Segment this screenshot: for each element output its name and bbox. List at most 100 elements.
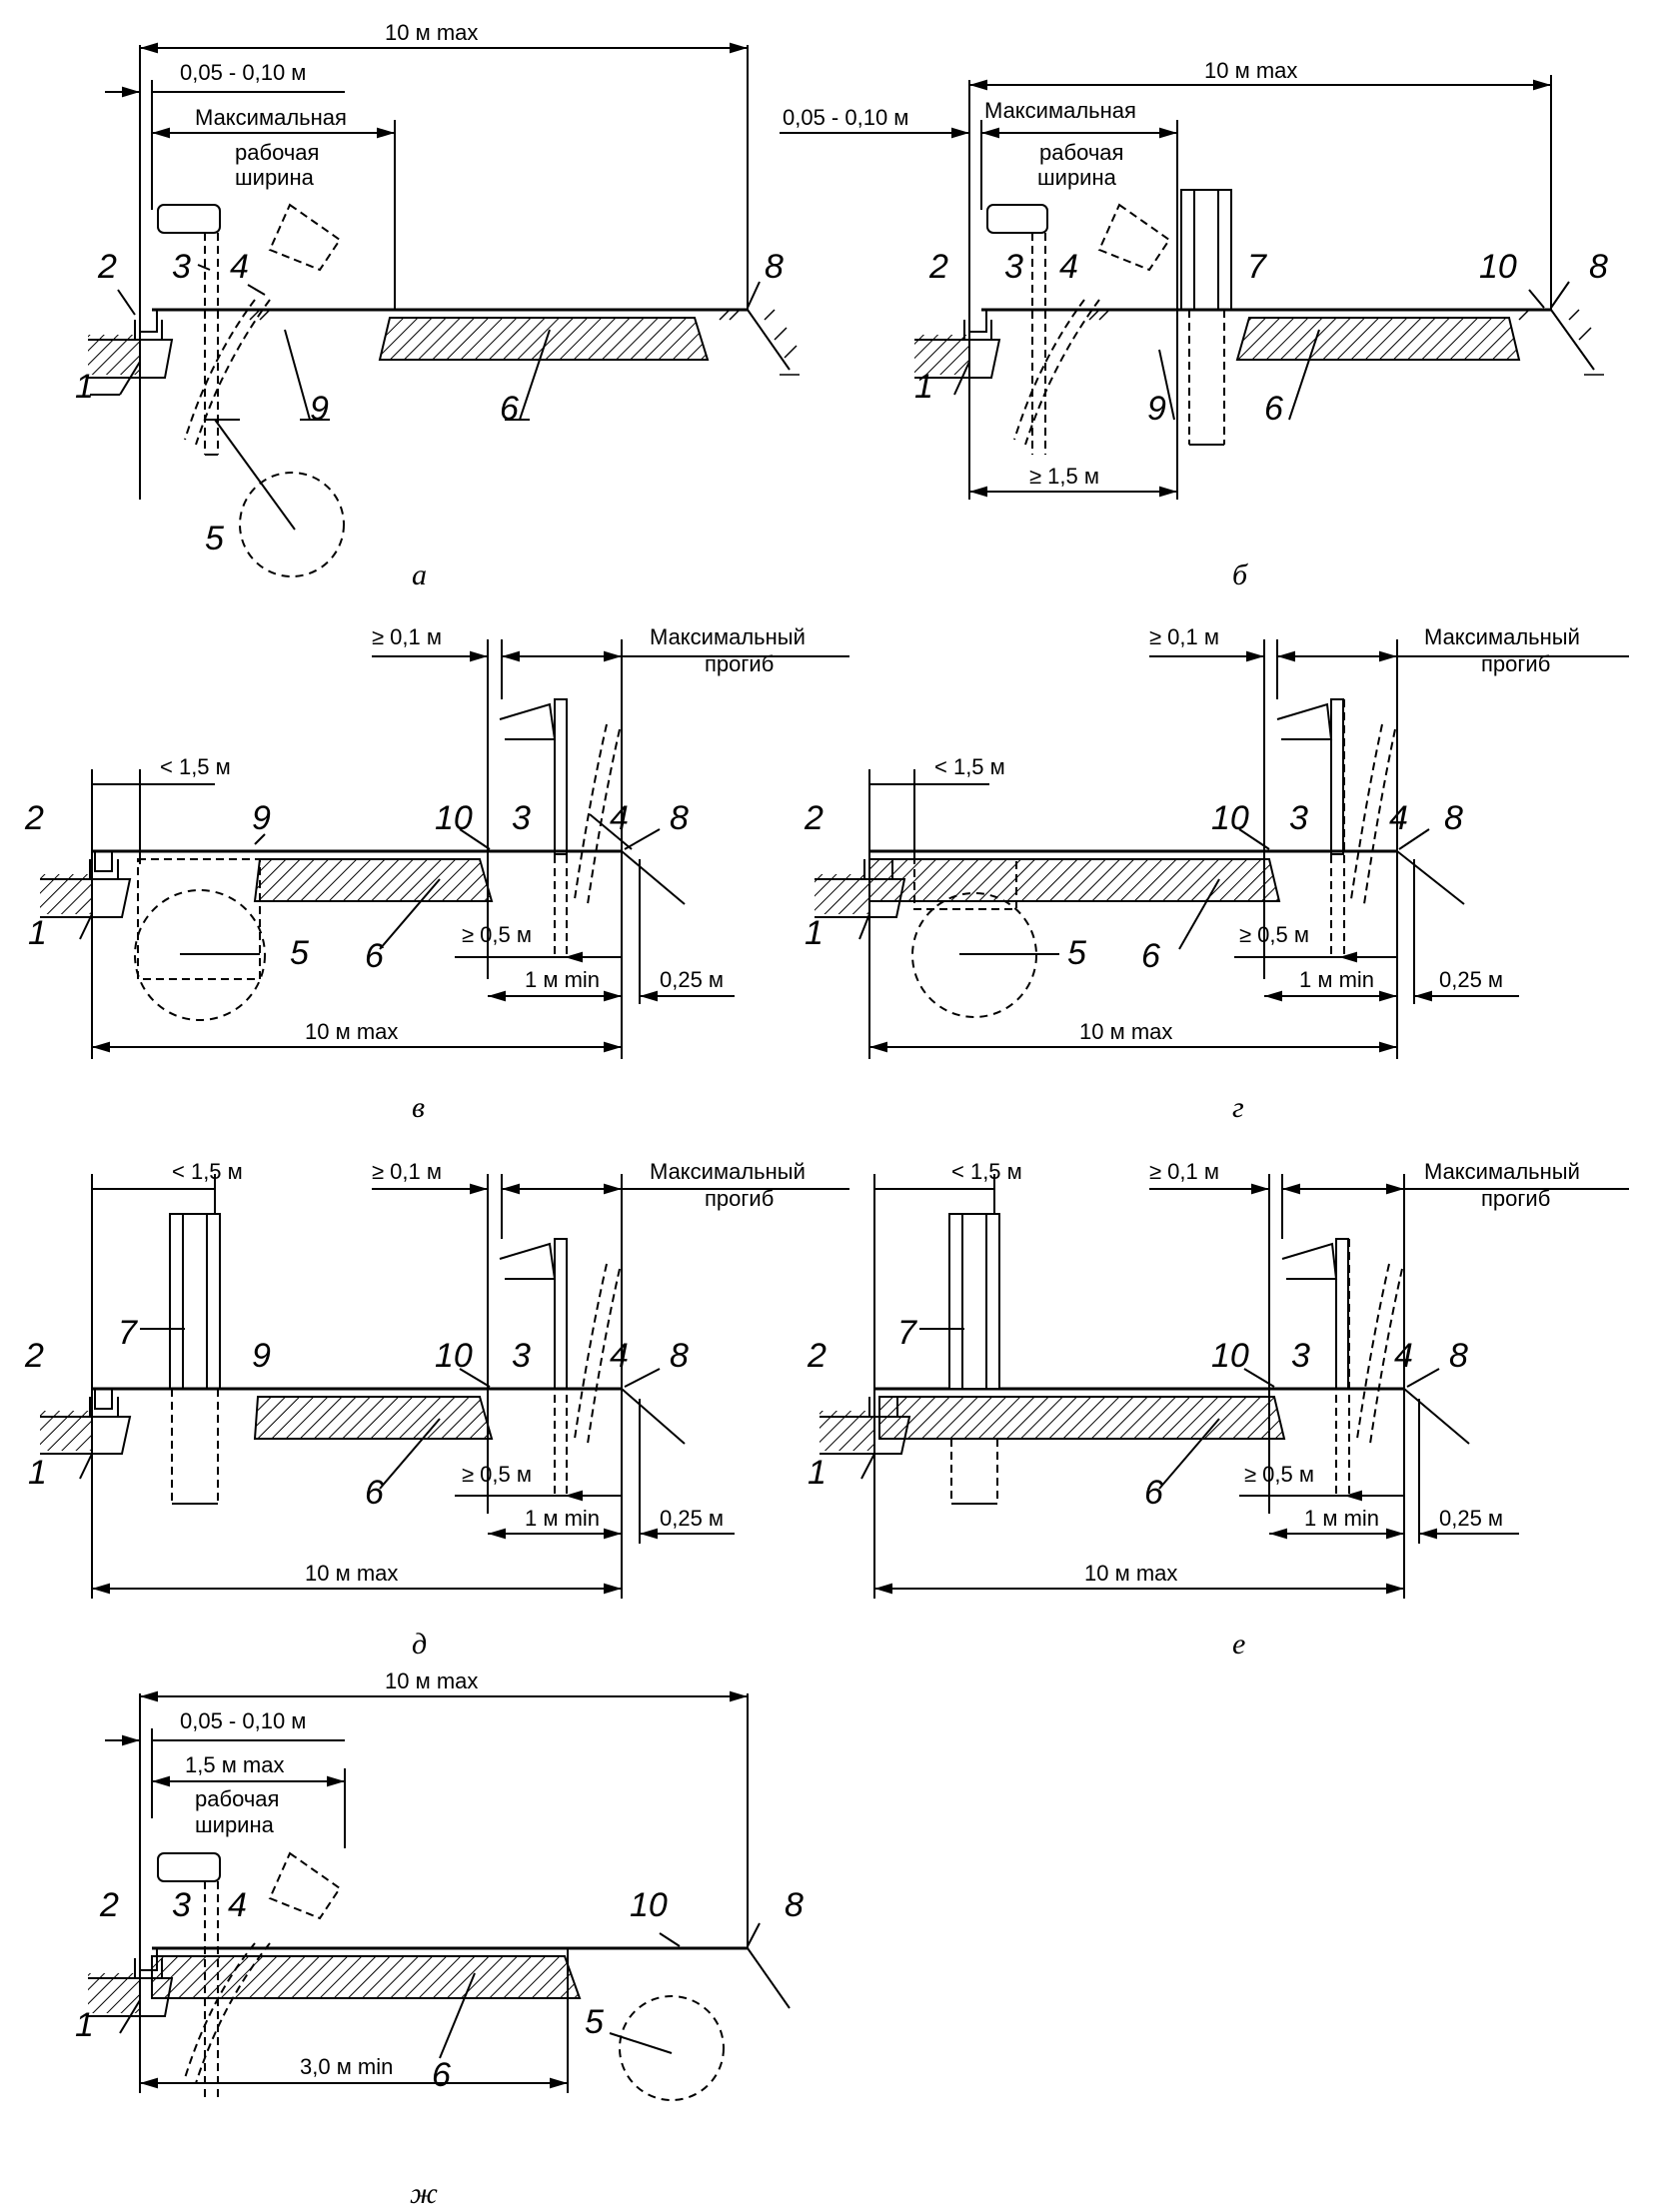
label-7: 7 <box>118 1314 138 1352</box>
dim-defl-2: прогиб <box>705 1186 774 1211</box>
dim-10: 10 м max <box>1084 1561 1177 1586</box>
label-8: 8 <box>1589 248 1608 286</box>
dim-defl-1: Максимальный <box>1424 624 1580 649</box>
label-6: 6 <box>365 1474 384 1512</box>
label-10: 10 <box>435 1337 473 1375</box>
label-6: 6 <box>432 2056 451 2094</box>
dim-offset: 0,05 - 0,10 м <box>180 1708 306 1733</box>
dim-min: ≥ 0,1 м <box>1149 1159 1219 1184</box>
dim-work-3: ширина <box>1037 165 1117 190</box>
panel-d <box>40 1174 849 1599</box>
dim-near: < 1,5 м <box>172 1159 243 1184</box>
label-3: 3 <box>1289 799 1308 837</box>
dim-1m: 1 м min <box>1304 1506 1379 1531</box>
label-10: 10 <box>1211 799 1249 837</box>
dim-half: ≥ 0,5 м <box>1239 922 1309 947</box>
panel-a-text: 10 м max 0,05 - 0,10 м Максимальная рабо… <box>75 20 784 591</box>
label-4: 4 <box>610 1337 629 1375</box>
label-2: 2 <box>928 248 948 286</box>
label-2: 2 <box>807 1337 826 1375</box>
dim-1m: 1 м min <box>525 1506 600 1531</box>
label-5: 5 <box>290 934 309 972</box>
label-9: 9 <box>252 799 271 837</box>
label-4: 4 <box>230 248 249 286</box>
label-6: 6 <box>1144 1474 1163 1512</box>
dim-offset: 0,05 - 0,10 м <box>180 60 306 85</box>
panel-v-text: ≥ 0,1 м Максимальный прогиб < 1,5 м ≥ 0,… <box>24 624 806 1124</box>
dim-defl-2: прогиб <box>705 651 774 676</box>
dim-025: 0,25 м <box>1439 1506 1503 1531</box>
label-4: 4 <box>1059 248 1078 286</box>
dim-defl-2: прогиб <box>1481 1186 1550 1211</box>
label-3: 3 <box>172 1886 191 1924</box>
panel-b-text: 10 м max 0,05 - 0,10 м Максимальная рабо… <box>783 58 1608 591</box>
label-4: 4 <box>228 1886 247 1924</box>
label-1: 1 <box>808 1454 826 1492</box>
label-5: 5 <box>585 2003 604 2041</box>
dim-work-1: Максимальная <box>984 98 1136 123</box>
label-4: 4 <box>1394 1337 1413 1375</box>
label-9: 9 <box>310 390 329 428</box>
label-8: 8 <box>1449 1337 1468 1375</box>
caption-g: г <box>1232 1091 1244 1124</box>
dim-10: 10 м max <box>305 1561 398 1586</box>
panel-zh-text: 10 м max 0,05 - 0,10 м 1,5 м max рабочая… <box>75 1668 804 2210</box>
label-1: 1 <box>805 914 824 952</box>
dim-10: 10 м max <box>1079 1019 1172 1044</box>
label-1: 1 <box>914 368 933 406</box>
panel-g <box>815 639 1629 1059</box>
label-2: 2 <box>804 799 824 837</box>
label-3: 3 <box>1004 248 1023 286</box>
dim-work-3: ширина <box>195 1812 275 1837</box>
label-6: 6 <box>500 390 519 428</box>
label-8: 8 <box>765 248 784 286</box>
panel-g-text: ≥ 0,1 м Максимальный прогиб < 1,5 м ≥ 0,… <box>804 624 1580 1124</box>
label-3: 3 <box>512 1337 531 1375</box>
dim-top: 10 м max <box>385 1668 478 1693</box>
label-8: 8 <box>1444 799 1463 837</box>
dim-bottom: 3,0 м min <box>300 2054 393 2079</box>
label-7: 7 <box>1247 248 1267 286</box>
label-1: 1 <box>75 2006 94 2044</box>
panel-b <box>780 75 1604 500</box>
label-8: 8 <box>670 1337 689 1375</box>
label-2: 2 <box>99 1886 119 1924</box>
panel-zh <box>88 1690 791 2101</box>
dim-min: ≥ 0,1 м <box>1149 624 1219 649</box>
dim-025: 0,25 м <box>660 967 724 992</box>
dim-defl-1: Максимальный <box>650 624 806 649</box>
dim-defl-2: прогиб <box>1481 651 1550 676</box>
dim-work-2: рабочая <box>1039 140 1123 165</box>
label-10: 10 <box>630 1886 668 1924</box>
label-8: 8 <box>670 799 689 837</box>
caption-d: д <box>412 1628 427 1660</box>
dim-1m: 1 м min <box>525 967 600 992</box>
dim-half: ≥ 0,5 м <box>462 922 532 947</box>
dim-half: ≥ 0,5 м <box>1244 1462 1314 1487</box>
dim-work-3: ширина <box>235 165 315 190</box>
label-3: 3 <box>172 248 191 286</box>
panel-d-text: ≥ 0,1 м Максимальный прогиб < 1,5 м ≥ 0,… <box>24 1159 806 1660</box>
label-2: 2 <box>97 248 117 286</box>
dim-work-2: рабочая <box>235 140 319 165</box>
dim-10: 10 м max <box>305 1019 398 1044</box>
dim-025: 0,25 м <box>1439 967 1503 992</box>
label-6: 6 <box>1264 390 1283 428</box>
label-9: 9 <box>1147 390 1166 428</box>
dim-work-1: 1,5 м max <box>185 1752 285 1777</box>
dim-half: ≥ 0,5 м <box>462 1462 532 1487</box>
label-6: 6 <box>1141 937 1160 975</box>
panel-e <box>820 1174 1629 1599</box>
caption-zh: ж <box>410 2177 438 2210</box>
panel-v <box>40 639 849 1059</box>
label-3: 3 <box>512 799 531 837</box>
label-4: 4 <box>1389 799 1408 837</box>
dim-near: < 1,5 м <box>934 754 1005 779</box>
label-10: 10 <box>1211 1337 1249 1375</box>
dim-bottom: ≥ 1,5 м <box>1029 464 1099 489</box>
label-5: 5 <box>205 520 224 557</box>
label-1: 1 <box>28 914 47 952</box>
dim-top: 10 м max <box>1204 58 1297 83</box>
dim-near: < 1,5 м <box>160 754 231 779</box>
